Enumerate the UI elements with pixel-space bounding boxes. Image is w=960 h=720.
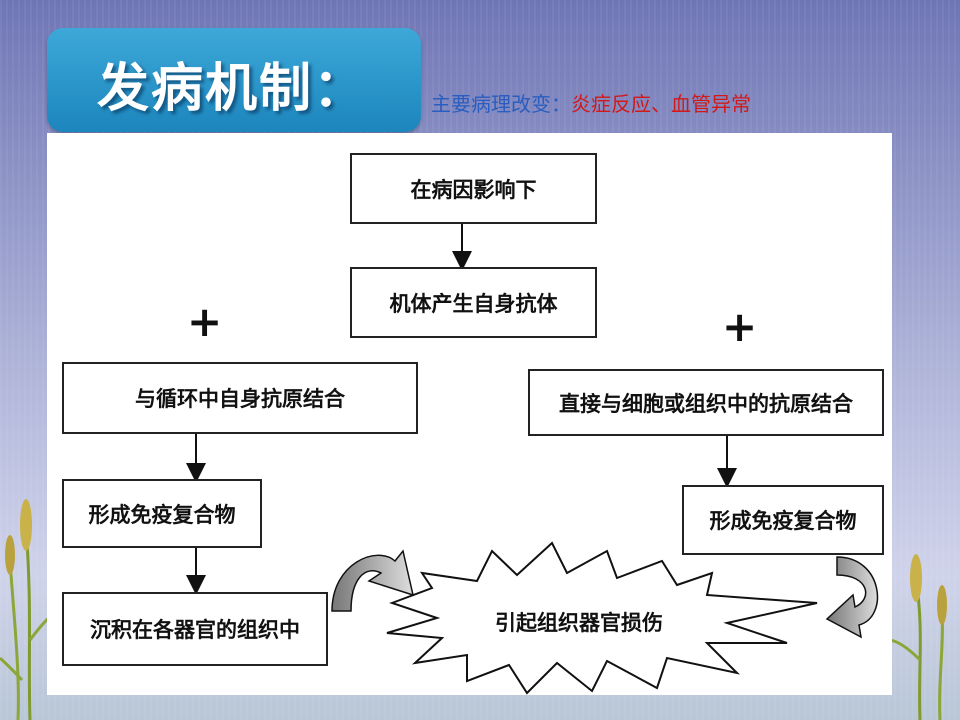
curved-arrow-left <box>331 549 415 612</box>
slide-subtitle: 主要病理改变：炎症反应、血管异常 <box>431 88 751 117</box>
box-left-deposit: 沉积在各器官的组织中 <box>62 592 328 666</box>
box-left-bind: 与循环中自身抗原结合 <box>62 362 418 434</box>
box-left-complex: 形成免疫复合物 <box>62 479 262 548</box>
box-autoantibody: 机体产生自身抗体 <box>350 267 597 338</box>
plus-right: + <box>722 302 758 351</box>
outcome-label: 引起组织器官损伤 <box>495 611 663 635</box>
subtitle-value: 炎症反应、血管异常 <box>571 92 751 116</box>
right-plant-decoration <box>887 554 947 720</box>
box-right-complex: 形成免疫复合物 <box>682 485 884 555</box>
left-plant-decoration <box>0 499 67 720</box>
box-right-bind: 直接与细胞或组织中的抗原结合 <box>528 369 884 436</box>
subtitle-label: 主要病理改变： <box>431 92 571 116</box>
diagram-panel: 在病因影响下 机体产生自身抗体 + + 与循环中自身抗原结合 形成免疫复合物 沉… <box>47 133 892 695</box>
curved-arrow-right <box>825 556 879 639</box>
plus-left: + <box>187 297 223 346</box>
diagram-connectors <box>186 224 879 695</box>
box-cause: 在病因影响下 <box>350 153 597 224</box>
slide-title: 发病机制： <box>97 59 368 119</box>
outcome-starburst <box>386 541 818 695</box>
title-box: 发病机制： <box>47 28 421 132</box>
